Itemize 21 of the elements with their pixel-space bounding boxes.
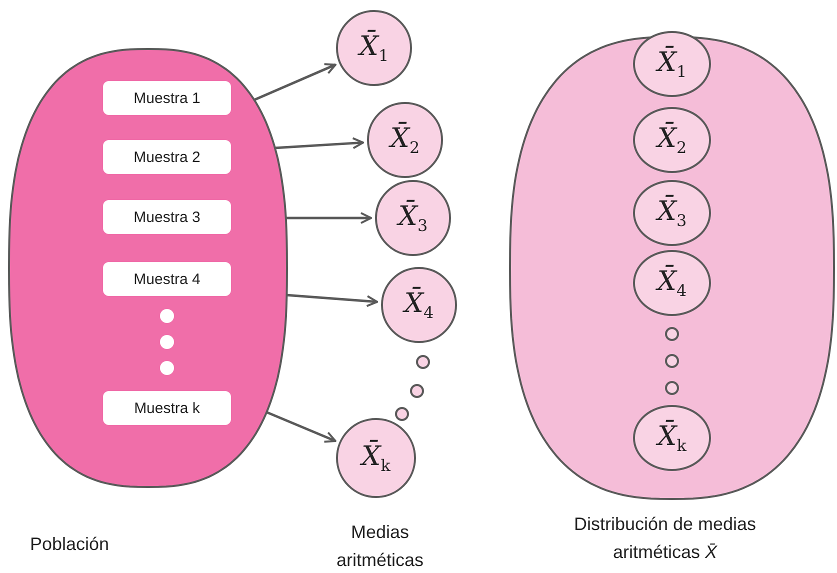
- column-caption: Medias aritméticas: [335, 521, 425, 572]
- population-label: Población: [30, 533, 110, 556]
- sample-label: Muestra 4: [134, 270, 200, 288]
- arrow: [254, 63, 336, 102]
- sample-label: Muestra k: [134, 400, 200, 416]
- arrow: [286, 294, 378, 308]
- sample-box: [103, 81, 231, 115]
- sample-label: Muestra 3: [134, 208, 200, 226]
- distribution-label: Distribución de medias aritméticas X̄: [572, 513, 758, 564]
- ellipsis-dot: [395, 407, 409, 421]
- ellipsis-dot: [410, 384, 424, 398]
- sample-box: [103, 200, 231, 234]
- arrow: [274, 137, 364, 150]
- arrow: [284, 212, 372, 224]
- ellipsis-dot: [416, 355, 430, 369]
- sample-box: [103, 262, 231, 296]
- sample-label: Muestra 2: [134, 148, 200, 166]
- sample-label: Muestra 1: [134, 90, 200, 106]
- arrow: [266, 410, 336, 443]
- sample-box: [103, 140, 231, 174]
- sample-box: [103, 391, 231, 425]
